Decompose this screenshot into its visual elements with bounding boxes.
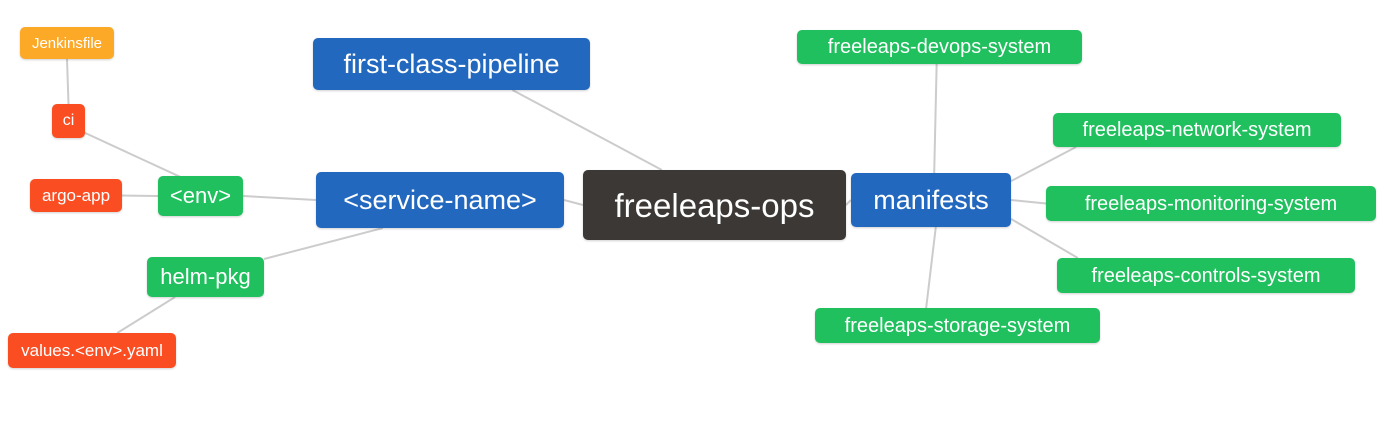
mindmap-node-values-env-yaml[interactable]: values.<env>.yaml — [8, 333, 176, 368]
edge-jenkinsfile-to-ci — [66, 58, 70, 105]
edge-manifests-to-freeleaps-network-system — [1010, 146, 1077, 182]
mindmap-node-argo-app[interactable]: argo-app — [30, 179, 122, 212]
edge-first-class-pipeline-to-freeleaps-ops — [511, 89, 663, 171]
edge-ci-to-env — [84, 131, 186, 181]
edge-helm-pkg-to-service-name — [263, 227, 384, 260]
mindmap-node-freeleaps-devops-system[interactable]: freeleaps-devops-system — [797, 30, 1082, 64]
edge-manifests-to-freeleaps-storage-system — [925, 226, 937, 309]
edge-env-to-service-name — [242, 195, 317, 201]
edge-manifests-to-freeleaps-controls-system — [1010, 218, 1079, 259]
mindmap-node-freeleaps-controls-system[interactable]: freeleaps-controls-system — [1057, 258, 1355, 293]
mindmap-node-manifests[interactable]: manifests — [851, 173, 1011, 227]
mindmap-node-jenkinsfile[interactable]: Jenkinsfile — [20, 27, 114, 59]
edge-values-env-yaml-to-helm-pkg — [116, 296, 176, 334]
mindmap-node-freeleaps-monitoring-system[interactable]: freeleaps-monitoring-system — [1046, 186, 1376, 221]
mindmap-node-first-class-pipeline[interactable]: first-class-pipeline — [313, 38, 590, 90]
mindmap-node-freeleaps-storage-system[interactable]: freeleaps-storage-system — [815, 308, 1100, 343]
mindmap-node-freeleaps-ops[interactable]: freeleaps-ops — [583, 170, 846, 240]
edge-argo-app-to-env — [121, 194, 159, 197]
edge-manifests-to-freeleaps-monitoring-system — [1010, 199, 1047, 205]
mindmap-node-service-name[interactable]: <service-name> — [316, 172, 564, 228]
edge-service-name-to-freeleaps-ops — [563, 199, 584, 206]
mindmap-node-ci[interactable]: ci — [52, 104, 85, 138]
mindmap-node-env[interactable]: <env> — [158, 176, 243, 216]
mindmap-node-helm-pkg[interactable]: helm-pkg — [147, 257, 264, 297]
edge-manifests-to-freeleaps-devops-system — [933, 63, 938, 174]
edge-freeleaps-ops-to-manifests — [845, 199, 852, 206]
mindmap-node-freeleaps-network-system[interactable]: freeleaps-network-system — [1053, 113, 1341, 147]
